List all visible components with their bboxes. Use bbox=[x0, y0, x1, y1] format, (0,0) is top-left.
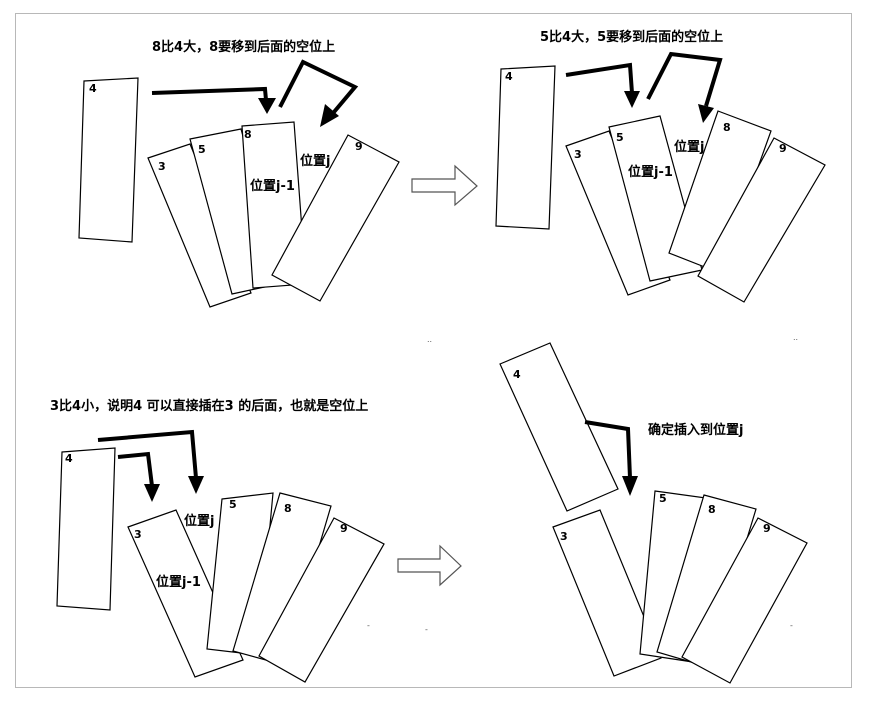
panel-4: 4 确定插入到位置j 3 5 8 9 bbox=[499, 342, 808, 684]
svg-text:-: - bbox=[367, 621, 370, 630]
panel-4-card-3-label: 3 bbox=[560, 530, 568, 543]
panel-2-card-9-label: 9 bbox=[779, 142, 787, 155]
panel-3-card-5-label: 5 bbox=[229, 498, 237, 511]
panel-1-card-8-label: 8 bbox=[244, 128, 252, 141]
panel-3-card-9 bbox=[258, 517, 385, 683]
svg-text:..: .. bbox=[427, 335, 432, 344]
panel-4-card-8-label: 8 bbox=[708, 503, 716, 516]
panel-1-caption: 8比4大，8要移到后面的空位上 bbox=[152, 39, 335, 55]
panel-2-card-3-label: 3 bbox=[574, 148, 582, 161]
panel-2-label-j-minus-1: 位置j-1 bbox=[628, 164, 673, 180]
panel-4-card-9-label: 9 bbox=[763, 522, 771, 535]
panel-1: 8比4大，8要移到后面的空位上 4 3 5 8 9 位置j-1 位置j bbox=[78, 39, 400, 308]
panel-1-label-j: 位置j bbox=[300, 153, 330, 169]
panel-1-bent-arrow-icon bbox=[151, 86, 268, 101]
panel-1-label-j-minus-1: 位置j-1 bbox=[250, 178, 295, 194]
svg-text:-: - bbox=[425, 625, 428, 634]
panel-1-card-5-label: 5 bbox=[198, 143, 206, 156]
panel-1-card-4-label: 4 bbox=[89, 82, 97, 95]
panel-2-card-4 bbox=[495, 65, 556, 230]
panel-3-label-j: 位置j bbox=[184, 513, 214, 529]
panel-4-card-4-label: 4 bbox=[513, 368, 521, 381]
panel-3-caption: 3比4小，说明4 可以直接插在3 的后面，也就是空位上 bbox=[50, 398, 368, 414]
svg-text:-: - bbox=[790, 621, 793, 630]
panel-1-bent-arrow-icon-2 bbox=[278, 59, 359, 114]
panel-2-bent-arrow-icon bbox=[565, 62, 634, 94]
panel-3: 3比4小，说明4 可以直接插在3 的后面，也就是空位上 4 3 5 8 9 位置… bbox=[50, 398, 385, 683]
panel-2-card-9 bbox=[697, 137, 826, 303]
panel-1-card-9 bbox=[271, 134, 400, 302]
panel-2-card-5-label: 5 bbox=[616, 131, 624, 144]
right-block-arrow-icon-2 bbox=[397, 544, 462, 587]
panel-3-card-3-label: 3 bbox=[134, 528, 142, 541]
panel-3-card-4-label: 4 bbox=[65, 452, 73, 465]
panel-4-card-9 bbox=[681, 517, 808, 684]
panel-4-card-4 bbox=[499, 342, 619, 512]
panel-1-card-9-label: 9 bbox=[355, 140, 363, 153]
panel-2-label-j: 位置j bbox=[674, 139, 704, 155]
panel-3-bent-arrow-icon bbox=[97, 429, 198, 479]
panel-4-caption: 确定插入到位置j bbox=[648, 422, 743, 438]
panel-4-card-5-label: 5 bbox=[659, 492, 667, 505]
panel-3-card-9-label: 9 bbox=[340, 522, 348, 535]
svg-text:..: .. bbox=[793, 333, 798, 342]
panel-2-caption: 5比4大，5要移到后面的空位上 bbox=[540, 29, 723, 45]
panel-2: 5比4大，5要移到后面的空位上 4 3 5 8 9 位置j-1 位置j bbox=[495, 29, 826, 303]
panel-2-bent-arrow-icon-2 bbox=[646, 51, 723, 107]
diagram-frame bbox=[15, 13, 852, 688]
panel-3-card-8-label: 8 bbox=[284, 502, 292, 515]
panel-1-card-3-label: 3 bbox=[158, 160, 166, 173]
panel-3-card-4 bbox=[56, 447, 116, 611]
panel-4-card-3 bbox=[552, 509, 662, 677]
right-block-arrow-icon bbox=[411, 164, 478, 207]
panel-2-card-8-label: 8 bbox=[723, 121, 731, 134]
panel-2-card-4-label: 4 bbox=[505, 70, 513, 83]
panel-4-bent-arrow-icon bbox=[584, 420, 632, 479]
panel-3-label-j-minus-1: 位置j-1 bbox=[156, 574, 201, 590]
panel-3-bent-arrow-icon-2 bbox=[117, 451, 154, 487]
panel-1-card-4 bbox=[78, 77, 139, 243]
